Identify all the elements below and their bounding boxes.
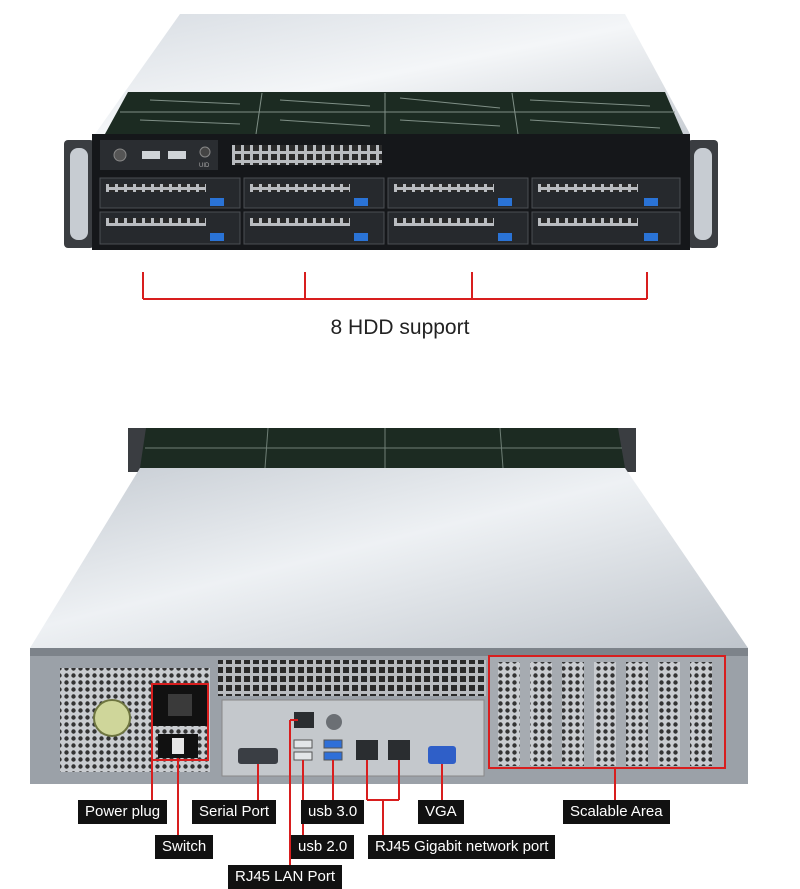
rj45-gigabit-port[interactable] [388, 740, 410, 760]
drive-bay[interactable] [99, 177, 241, 209]
rj45-gigabit-label: RJ45 Gigabit network port [368, 835, 556, 859]
power-button-icon[interactable] [113, 148, 127, 162]
pcie-slot-cover[interactable] [690, 662, 712, 766]
pcie-slot-cover[interactable] [498, 662, 520, 766]
drive-bays [99, 177, 681, 245]
pcie-slots [498, 662, 712, 766]
drive-bay[interactable] [387, 211, 529, 245]
drive-bay[interactable] [387, 177, 529, 209]
serial-port-label: Serial Port [192, 800, 277, 824]
drive-bay[interactable] [243, 177, 385, 209]
rear-view-server [30, 427, 748, 784]
uid-button-icon[interactable] [199, 146, 211, 158]
usb-2-label: usb 2.0 [291, 835, 355, 859]
drive-bay[interactable] [531, 177, 681, 209]
scalable-area-outline [488, 655, 726, 769]
drive-bay[interactable] [243, 211, 385, 245]
lid-label-panel [105, 92, 683, 134]
usb-3-port[interactable] [323, 739, 343, 749]
lid-label-lines [120, 92, 675, 135]
usb-2-port[interactable] [293, 751, 313, 761]
front-usb-port-2[interactable] [168, 151, 186, 159]
rj45-gigabit-port[interactable] [356, 740, 378, 760]
right-handle[interactable] [694, 148, 712, 240]
power-plug-label: Power plug [78, 800, 168, 824]
usb-3-label: usb 3.0 [301, 800, 365, 824]
rear-top-vent [218, 660, 486, 696]
pcie-slot-cover[interactable] [626, 662, 648, 766]
rear-lid-label-lines [145, 427, 622, 469]
scalable-area-label: Scalable Area [563, 800, 670, 824]
pcie-slot-cover[interactable] [562, 662, 584, 766]
fan-icon [93, 699, 131, 737]
io-shield [221, 699, 485, 777]
serial-port[interactable] [238, 748, 278, 764]
pcie-slot-cover[interactable] [530, 662, 552, 766]
left-handle[interactable] [70, 148, 88, 240]
callout-lines [151, 705, 616, 865]
vga-label: VGA [418, 800, 464, 824]
rear-lid [30, 468, 748, 648]
uid-text: UID [199, 163, 210, 169]
usb-3-port[interactable] [323, 751, 343, 761]
hdd-support-caption: 8 HDD support [330, 316, 470, 339]
front-view-server: UID [64, 14, 718, 250]
audio-port[interactable] [326, 714, 342, 730]
usb-2-port[interactable] [293, 739, 313, 749]
drive-bay[interactable] [531, 211, 681, 245]
pcie-slot-cover[interactable] [658, 662, 680, 766]
vga-port[interactable] [428, 746, 456, 764]
drive-bay[interactable] [99, 211, 241, 245]
hdd-bracket [142, 272, 648, 300]
switch-label: Switch [155, 835, 214, 859]
front-vent [232, 145, 382, 165]
rj45-lan-port-label: RJ45 LAN Port [228, 865, 343, 889]
pcie-slot-cover[interactable] [594, 662, 616, 766]
rj45-lan-port[interactable] [294, 712, 314, 728]
front-usb-port-1[interactable] [142, 151, 160, 159]
